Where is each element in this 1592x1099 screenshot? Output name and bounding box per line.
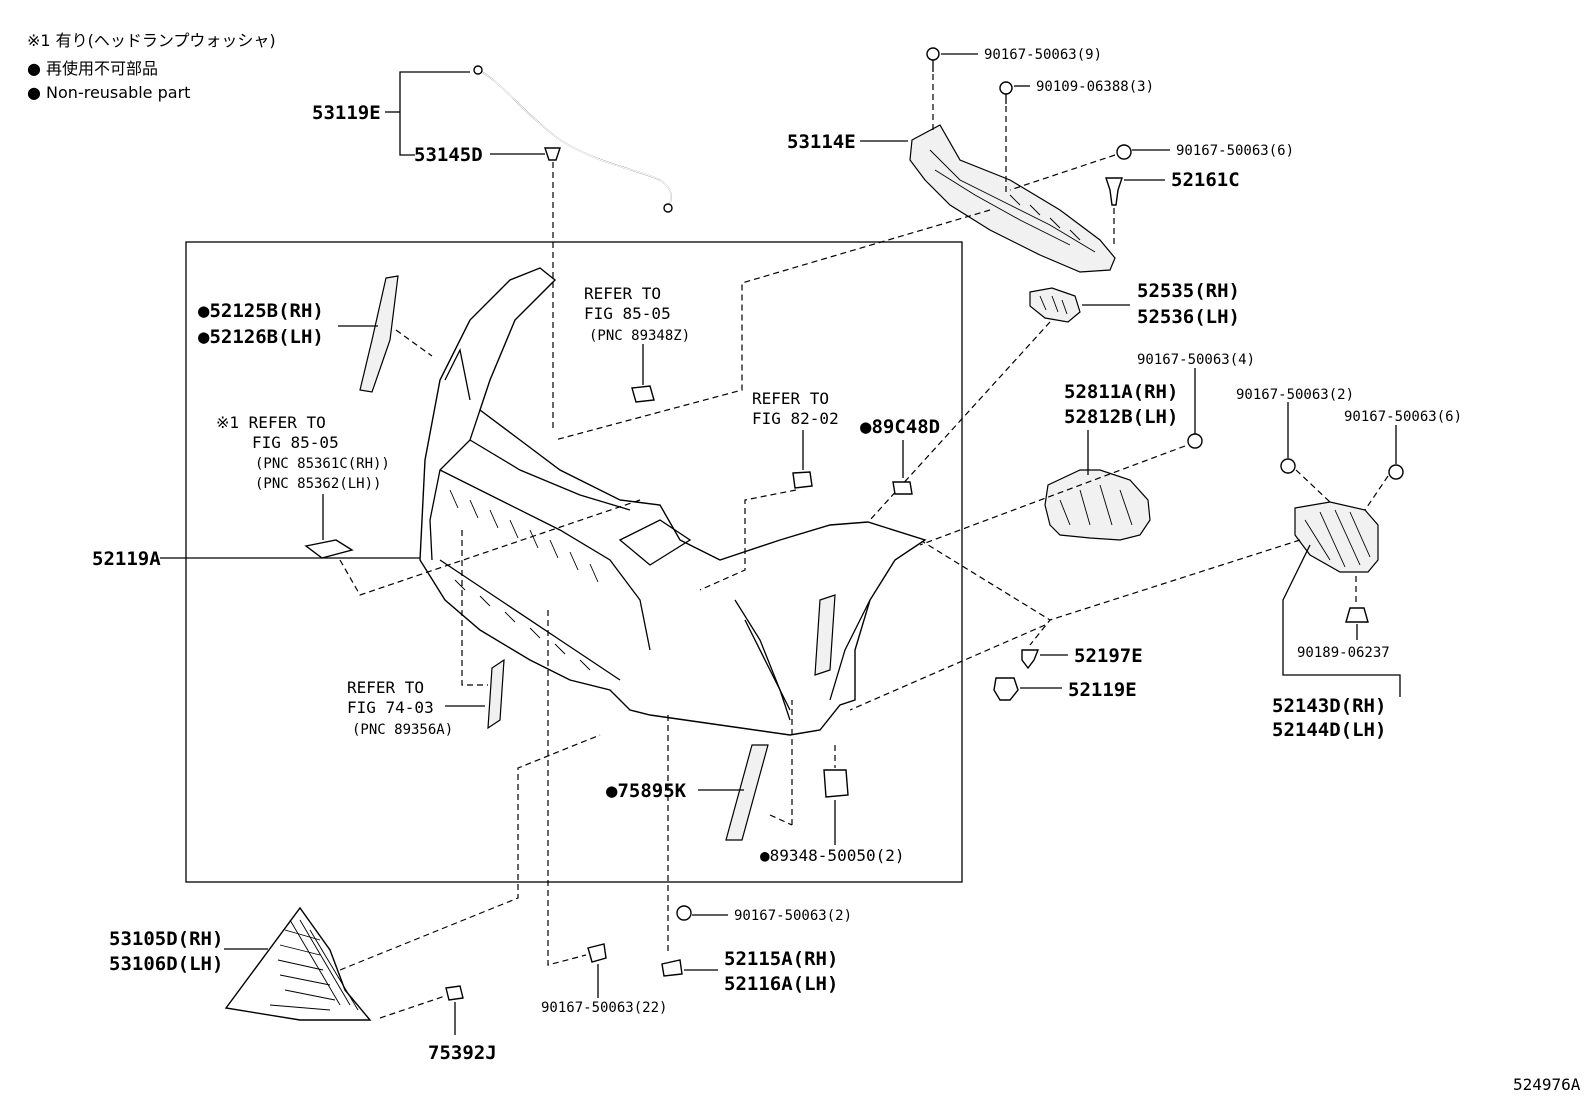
- note-non-reusable-en: ● Non-reusable part: [27, 83, 190, 102]
- bracket-89348-part: [823, 769, 849, 798]
- ref-washer-line4: (PNC 85362(LH)): [255, 476, 381, 492]
- plate-89356A-part: [487, 658, 505, 730]
- ref-washer-line1: ※1 REFER TO: [216, 413, 326, 432]
- label-53105D: 53105D(RH): [109, 928, 223, 950]
- ref-85-05-line3: (PNC 89348Z): [589, 328, 690, 344]
- clip-52119E-part: [993, 677, 1019, 701]
- clip-52161C-part: [1105, 177, 1123, 206]
- washer-cover-part: [304, 539, 354, 559]
- clip-53145D-part: [544, 147, 561, 161]
- washer-hose-part: [477, 69, 672, 209]
- ref-82-02-line1: REFER TO: [752, 389, 829, 408]
- label-52536: 52536(LH): [1137, 306, 1240, 328]
- label-53106D: 53106D(LH): [109, 953, 223, 975]
- bracket-52115A-part: [661, 959, 683, 977]
- label-bolt-90167-6b: 90167-50063(6): [1344, 409, 1462, 425]
- label-52125B: ●52125B(RH): [198, 300, 324, 322]
- wiring-clip-82-02-part: [792, 471, 813, 489]
- label-53145D: 53145D: [414, 144, 483, 166]
- label-52144D: 52144D(LH): [1272, 719, 1386, 741]
- clip-75392J-part: [445, 985, 464, 1001]
- clip-90189-part: [1345, 607, 1369, 623]
- ref-74-03-line1: REFER TO: [347, 678, 424, 697]
- ref-82-02-line2: FIG 82-02: [752, 409, 839, 428]
- molding-75895K-part: [725, 744, 769, 841]
- ref-74-03-line3: (PNC 89356A): [352, 722, 453, 738]
- bumper-assembly-frame: [185, 241, 963, 883]
- bracket-52811A-part: [1044, 469, 1151, 541]
- label-bolt-90167-9: 90167-50063(9): [984, 47, 1102, 63]
- label-bolt-90167-6a: 90167-50063(6): [1176, 143, 1294, 159]
- label-bolt-90167-2a: 90167-50063(2): [1236, 387, 1354, 403]
- clip-52197E-part: [1021, 649, 1040, 670]
- screw-90167-22-part: [587, 943, 607, 963]
- bumper-cover-52119A-part: [419, 267, 927, 736]
- label-90189-06237: 90189-06237: [1297, 645, 1390, 661]
- note-non-reusable-jp: ● 再使用不可部品: [27, 59, 158, 78]
- label-75895K: ●75895K: [606, 780, 687, 802]
- figure-id: 524976A: [1513, 1075, 1581, 1094]
- ref-85-05-line2: FIG 85-05: [584, 304, 671, 323]
- label-52811A: 52811A(RH): [1064, 381, 1178, 403]
- label-52116A: 52116A(LH): [724, 973, 838, 995]
- label-53114E: 53114E: [787, 131, 856, 153]
- ref-washer-line3: (PNC 85361C(RH)): [255, 456, 390, 472]
- label-89C48D: ●89C48D: [860, 416, 940, 438]
- label-bolt-90167-2b: 90167-50063(2): [734, 908, 852, 924]
- label-bolt-90109-3: 90109-06388(3): [1036, 79, 1154, 95]
- label-75392J: 75392J: [428, 1042, 497, 1064]
- label-52161C: 52161C: [1171, 169, 1240, 191]
- label-52143D: 52143D(RH): [1272, 695, 1386, 717]
- label-52197E: 52197E: [1074, 645, 1143, 667]
- note-washer: ※1 有り(ヘッドランプウォッシャ): [27, 31, 276, 50]
- bracket-52143D-part: [1294, 501, 1379, 573]
- nut-89C48D-part: [892, 481, 913, 495]
- label-bolt-90167-22: 90167-50063(22): [541, 1000, 667, 1016]
- label-bolt-90167-4: 90167-50063(4): [1137, 352, 1255, 368]
- label-52115A: 52115A(RH): [724, 948, 838, 970]
- label-52119A: 52119A: [92, 548, 161, 570]
- reinforcement-53114E-part: [909, 124, 1116, 273]
- ref-74-03-line2: FIG 74-03: [347, 698, 434, 717]
- retainer-52125B-part: [359, 275, 399, 393]
- label-52126B: ●52126B(LH): [198, 326, 324, 348]
- label-52812B: 52812B(LH): [1064, 406, 1178, 428]
- ref-85-05-line1: REFER TO: [584, 284, 661, 303]
- label-89348-50050: ●89348-50050(2): [760, 846, 905, 865]
- sensor-bracket-89348Z-part: [631, 385, 655, 403]
- label-52535: 52535(RH): [1137, 280, 1240, 302]
- label-53119E: 53119E: [312, 102, 381, 124]
- ref-washer-line2: FIG 85-05: [252, 433, 339, 452]
- label-52119E: 52119E: [1068, 679, 1137, 701]
